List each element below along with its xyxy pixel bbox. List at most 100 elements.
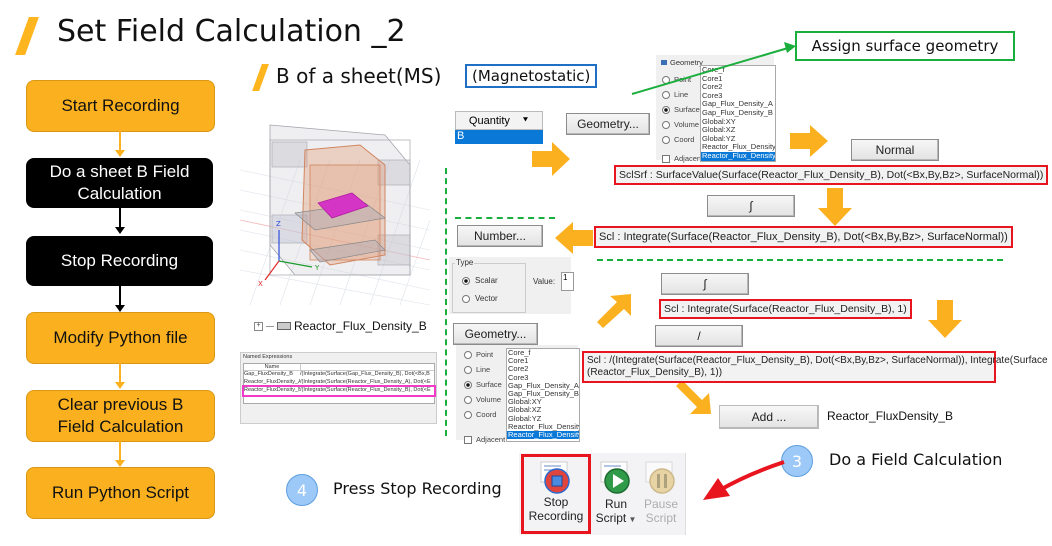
model-3d-view[interactable]: Z Y X	[239, 110, 431, 306]
geometry-list-item[interactable]: Core2	[702, 82, 723, 92]
integrate-button[interactable]: ∫	[707, 195, 795, 217]
expr-divide: Scl : /(Integrate(Surface(Reactor_Flux_D…	[582, 351, 1048, 383]
geometry-list-item[interactable]: Core2	[508, 364, 529, 374]
solver-badge: (Magnetostatic)	[465, 64, 598, 88]
number-button[interactable]: Number...	[457, 225, 543, 247]
row-expression: /(Integrate(Surface(Gap_Flux_Density_B),…	[300, 371, 430, 377]
checkbox-label: Adjacent	[476, 435, 506, 444]
arrow-down-right-icon	[676, 380, 711, 414]
adjacent-checkbox[interactable]: Adjacent	[464, 432, 505, 447]
value-input[interactable]: 1	[561, 272, 574, 291]
radio-coord[interactable]: Coord	[464, 407, 505, 422]
flow-arrowhead	[115, 150, 125, 157]
section-divider	[445, 168, 447, 436]
radio-label: Scalar	[475, 276, 498, 285]
named-expressions-panel: Named Expressions Name Gap_FluxDensity_B…	[240, 352, 437, 424]
radio-label: Line	[674, 90, 689, 99]
quantity-item-b[interactable]: B	[455, 130, 543, 144]
z-axis-label: Z	[276, 220, 281, 228]
radio-surface[interactable]: Surface	[464, 377, 505, 392]
radio-point[interactable]: Point	[464, 347, 505, 362]
geometry-button-2[interactable]: Geometry...	[453, 323, 538, 345]
radio-surface[interactable]: Surface	[662, 102, 703, 117]
section-divider	[455, 217, 555, 219]
table-row-highlighted[interactable]: Reactor_FluxDensity_B /(Integrate(Surfac…	[242, 385, 436, 397]
expression-name-field[interactable]: Reactor_FluxDensity_B	[827, 409, 954, 423]
run-script-label-1: Run	[604, 497, 627, 511]
geometry-list-item[interactable]: Global:XZ	[508, 405, 542, 415]
model-tree-item[interactable]: + Reactor_Flux_Density_B	[254, 319, 427, 333]
geometry-list-item[interactable]: Global:XY	[702, 116, 736, 126]
adjacent-checkbox[interactable]: Adjacent	[662, 151, 703, 166]
radio-line[interactable]: Line	[464, 362, 505, 377]
radio-label: Volume	[476, 395, 502, 404]
flow-step-start-recording: Start Recording	[26, 80, 215, 132]
radio-scalar[interactable]: Scalar	[462, 276, 498, 285]
geometry-dialog-title: Geometry	[661, 58, 703, 67]
run-script-button[interactable]: Run Script ▼	[593, 454, 639, 534]
x-axis-label: X	[258, 280, 263, 288]
radio-vector[interactable]: Vector	[462, 294, 498, 303]
geometry-list-item[interactable]: Core_f	[508, 348, 531, 357]
table-row[interactable]: Gap_FluxDensity_B /(Integrate(Surface(Ga…	[244, 371, 434, 379]
radio-volume[interactable]: Volume	[662, 117, 703, 132]
geometry-list-item[interactable]: Global:YZ	[702, 133, 736, 143]
add-button[interactable]: Add ...	[719, 405, 819, 429]
script-toolbar: Stop Recording Run Script ▼ Pause Script	[519, 453, 686, 535]
pause-script-label-1: Pause	[643, 497, 679, 511]
geometry-list-item[interactable]: Gap_Flux_Density_A	[702, 99, 773, 109]
pause-script-button[interactable]: Pause Script	[639, 454, 683, 534]
checkbox-label: Adjacent	[674, 154, 704, 163]
flow-step-run-python: Run Python Script	[26, 467, 215, 519]
geometry-list[interactable]: Core_f Core1 Core2 Core3 Gap_Flux_Densit…	[700, 65, 776, 162]
divide-button[interactable]: /	[655, 325, 743, 347]
stop-recording-button[interactable]: Stop Recording	[521, 454, 591, 534]
geometry-list-item[interactable]: Gap_Flux_Density_B	[702, 107, 773, 117]
geometry-list-item-selected[interactable]: Reactor_Flux_Density_B	[507, 430, 579, 440]
geometry-list-item[interactable]: Global:XZ	[702, 125, 736, 135]
geometry-list-item[interactable]: Core3	[702, 90, 723, 100]
geometry-list-item[interactable]: Core3	[508, 372, 529, 382]
geometry-list-item[interactable]: Gap_Flux_Density_B	[508, 389, 579, 399]
geometry-list-item[interactable]: Core1	[702, 73, 723, 83]
row-expression: /(Integrate(Surface(Reactor_Flux_Density…	[300, 387, 431, 393]
geometry-list-item[interactable]: Core1	[508, 356, 529, 366]
column-header-name[interactable]: Name	[244, 364, 301, 370]
geometry-list-item[interactable]: Reactor_Flux_Density_A	[508, 421, 579, 431]
horizontal-scrollbar[interactable]	[244, 395, 434, 403]
geometry-list-item[interactable]: Reactor_Flux_Density_A	[702, 142, 776, 152]
value-label: Value:	[533, 277, 556, 286]
column-header-expression[interactable]	[301, 364, 434, 370]
table-row[interactable]: Reactor_FluxDensity_A /(Integrate(Surfac…	[244, 379, 434, 387]
sort-down-icon: ⯆	[521, 115, 530, 125]
flow-step-label: Clear previous B Field Calculation	[57, 395, 184, 436]
dropdown-caret-icon[interactable]: ▼	[626, 515, 637, 524]
flow-step-do-calculation: Do a sheet B Field Calculation	[26, 158, 213, 208]
flow-arrowhead	[115, 460, 125, 467]
radio-label: Point	[476, 350, 494, 359]
radio-volume[interactable]: Volume	[464, 392, 505, 407]
quantity-list[interactable]: Quantity ⯆ B	[455, 111, 543, 144]
geometry-list-item[interactable]: Gap_Flux_Density_A	[508, 380, 579, 390]
integrate-button-2[interactable]: ∫	[661, 273, 749, 295]
flow-step-stop-recording: Stop Recording	[26, 236, 213, 286]
expr-surface-value: SclSrf : SurfaceValue(Surface(Reactor_Fl…	[614, 165, 1049, 185]
radio-line[interactable]: Line	[662, 87, 703, 102]
normal-button[interactable]: Normal	[851, 139, 939, 161]
flow-arrowhead	[115, 227, 125, 234]
expand-plus-icon[interactable]: +	[254, 321, 263, 331]
red-curved-arrow	[703, 460, 785, 500]
geometry-list-2[interactable]: Core_f Core1 Core2 Core3 Gap_Flux_Densit…	[506, 348, 580, 442]
radio-label: Surface	[674, 105, 700, 114]
quantity-header[interactable]: Quantity ⯆	[455, 111, 543, 130]
geometry-list-item-selected[interactable]: Reactor_Flux_Density_B	[701, 150, 776, 161]
geometry-list-item[interactable]: Global:YZ	[508, 413, 542, 423]
geometry-button[interactable]: Geometry...	[566, 113, 650, 135]
flow-step-label: Do a sheet B Field Calculation	[49, 162, 190, 203]
radio-coord[interactable]: Coord	[662, 132, 703, 147]
section-subtitle: B of a sheet(MS)	[276, 64, 442, 88]
row-name: Reactor_FluxDensity_B	[244, 387, 300, 393]
window-icon	[661, 60, 667, 65]
expr-divide-line-2: (Reactor_Flux_Density_B), 1))	[587, 367, 723, 378]
geometry-list-item[interactable]: Global:XY	[508, 397, 542, 407]
